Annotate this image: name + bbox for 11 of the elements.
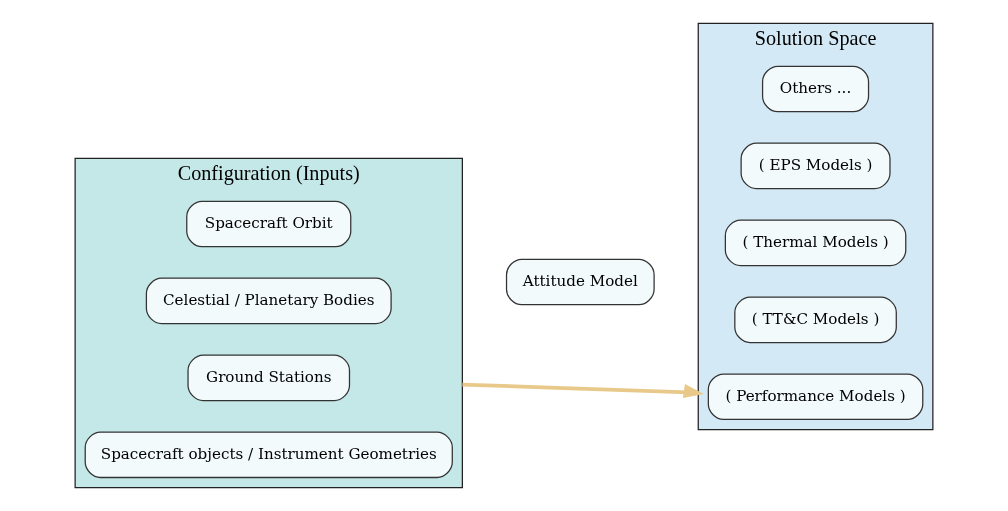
node-box: ( Performance Models ) [707, 373, 924, 421]
node-box: ( TT&C Models ) [734, 296, 897, 344]
node-box: ( Thermal Models ) [724, 219, 907, 267]
node-box: Spacecraft objects / Instrument Geometries [84, 431, 453, 479]
node-box: Attitude Model [505, 258, 655, 306]
node-box: Celestial / Planetary Bodies [145, 277, 392, 325]
node-box: ( EPS Models ) [740, 142, 891, 190]
node-box: Others ... [761, 65, 870, 113]
node-box: Spacecraft Orbit [186, 200, 352, 248]
arrow [462, 382, 704, 398]
node-box: Ground Stations [187, 354, 351, 402]
